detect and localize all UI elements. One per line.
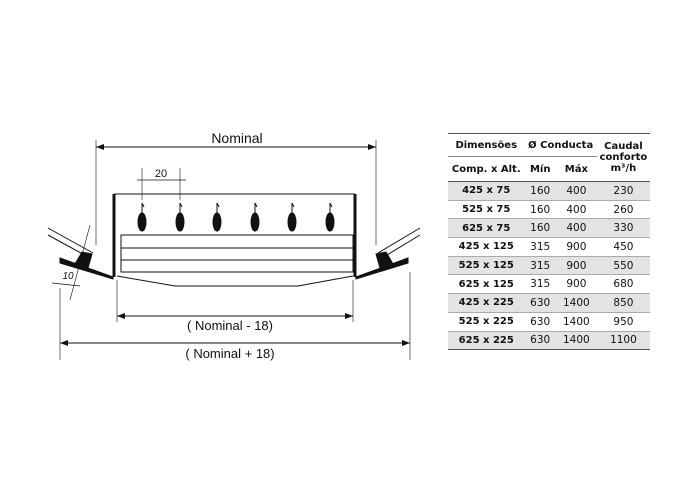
header-max: Máx [555, 156, 597, 182]
nominal-dimension: Nominal [95, 130, 377, 245]
cell-size: 425 x 75 [448, 181, 525, 201]
outer-dimension: ( Nominal + 18) [59, 272, 411, 361]
cell-max: 900 [555, 274, 597, 295]
cell-min: 630 [524, 293, 556, 313]
cell-size: 625 x 225 [448, 331, 525, 351]
cell-size: 625 x 75 [448, 218, 525, 239]
cell-size: 425 x 225 [448, 293, 525, 313]
cell-flow: 260 [596, 200, 650, 220]
blade-spacing-dimension: 20 [137, 168, 186, 200]
cell-min: 160 [524, 218, 556, 239]
cell-min: 315 [524, 274, 556, 295]
cell-flow: 680 [596, 274, 650, 295]
cell-max: 1400 [555, 312, 597, 332]
inner-dimension: ( Nominal - 18) [116, 280, 354, 333]
cell-flow: 330 [596, 218, 650, 239]
header-min: Mín [524, 156, 556, 182]
left-ceiling-flange: 10 [47, 224, 114, 301]
cell-size: 525 x 75 [448, 200, 525, 220]
cell-min: 315 [524, 237, 556, 257]
cell-max: 1400 [555, 331, 597, 351]
cell-size: 425 x 125 [448, 237, 525, 257]
header-size: Comp. x Alt. [448, 156, 525, 182]
cell-max: 900 [555, 256, 597, 276]
cell-max: 400 [555, 218, 597, 239]
grille-frame [112, 193, 357, 287]
header-flow-line3: m³/h [610, 163, 637, 174]
cell-flow: 1100 [596, 331, 650, 351]
cell-size: 525 x 225 [448, 312, 525, 332]
cell-min: 315 [524, 256, 556, 276]
cell-max: 900 [555, 237, 597, 257]
header-duct: Ø Conducta [524, 133, 597, 157]
inner-label: ( Nominal - 18) [187, 318, 273, 333]
spacing-label: 20 [155, 168, 167, 180]
cell-flow: 450 [596, 237, 650, 257]
cell-max: 1400 [555, 293, 597, 313]
cell-flow: 230 [596, 181, 650, 201]
header-flow-line2: conforto [599, 152, 648, 163]
right-ceiling-flange [355, 227, 421, 280]
blades [137, 202, 335, 232]
cell-flow: 550 [596, 256, 650, 276]
nominal-label: Nominal [211, 130, 262, 146]
cell-size: 525 x 125 [448, 256, 525, 276]
cell-flow: 850 [596, 293, 650, 313]
header-flow-line1: Caudal [604, 141, 643, 152]
cell-size: 625 x 125 [448, 274, 525, 295]
cell-min: 630 [524, 312, 556, 332]
outer-label: ( Nominal + 18) [185, 346, 274, 361]
cell-min: 160 [524, 200, 556, 220]
cell-max: 400 [555, 200, 597, 220]
cell-min: 630 [524, 331, 556, 351]
cell-flow: 950 [596, 312, 650, 332]
cell-min: 160 [524, 181, 556, 201]
header-flow: Caudal conforto m³/h [596, 133, 650, 182]
cell-max: 400 [555, 181, 597, 201]
flange-label: 10 [62, 271, 74, 282]
dimensions-table: Dimensões Ø Conducta Caudal conforto m³/… [448, 133, 650, 351]
header-dimensions: Dimensões [448, 133, 525, 157]
